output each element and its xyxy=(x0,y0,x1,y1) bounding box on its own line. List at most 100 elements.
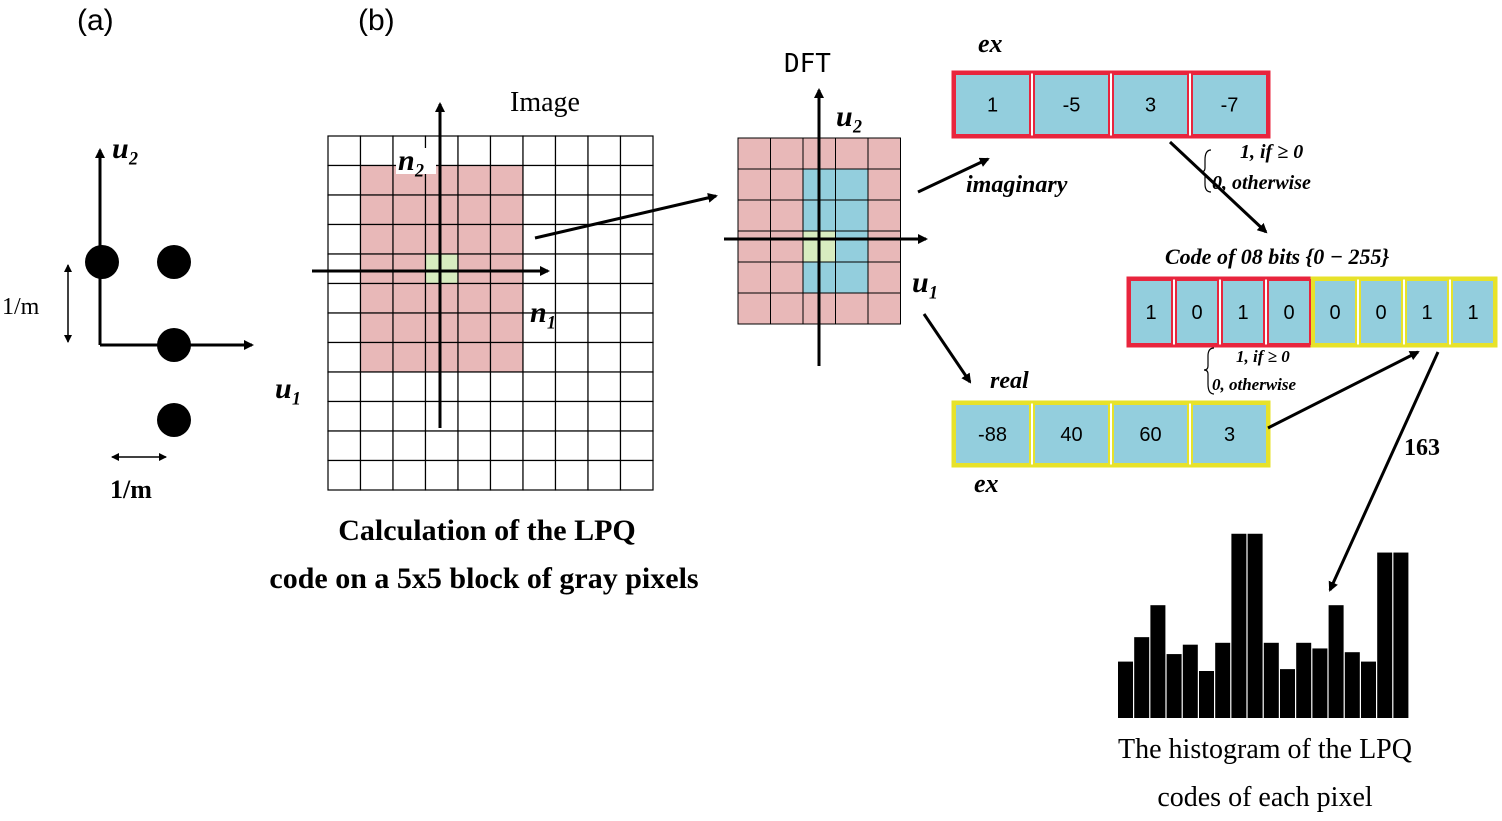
image-pixel xyxy=(424,282,459,314)
arrow-imaginary-to-code xyxy=(1168,140,1268,234)
imaginary-cell xyxy=(1112,73,1189,136)
image-caption-line2: code on a 5x5 block of gray pixels xyxy=(269,562,698,595)
real-value: 40 xyxy=(1060,424,1082,446)
image-pixel xyxy=(619,135,654,167)
image-pixel xyxy=(359,223,394,255)
image-pixel xyxy=(392,341,427,373)
image-pixel xyxy=(327,400,362,432)
n2-label-bg xyxy=(396,148,436,174)
dft-cell xyxy=(737,199,771,232)
sample-point xyxy=(157,245,191,279)
image-pixel xyxy=(587,430,622,462)
code-frame-real xyxy=(1310,276,1498,348)
dft-cell xyxy=(770,292,804,325)
arrow-dft-to-real xyxy=(922,313,972,384)
dft-cell xyxy=(737,292,771,325)
histogram-bar xyxy=(1182,644,1198,718)
image-pixel xyxy=(587,400,622,432)
real-cell xyxy=(1112,403,1189,465)
histogram-bars xyxy=(1118,533,1409,718)
dft-cell xyxy=(737,261,771,294)
image-pixel xyxy=(554,135,589,167)
image-pixel xyxy=(392,253,427,285)
dft-cell xyxy=(835,199,869,232)
arrow-code-to-histogram xyxy=(1328,351,1440,592)
image-grid-panel: Image n₂ n₁ Calculation of the LPQ code … xyxy=(269,87,698,595)
dft-cell xyxy=(867,199,901,232)
n1-label: n₁ xyxy=(530,296,557,329)
image-pixel xyxy=(457,341,492,373)
code-bit-cell xyxy=(1405,279,1449,345)
dft-cell xyxy=(770,137,804,170)
m-vertical-label: 1/m xyxy=(2,294,40,320)
image-pixel xyxy=(424,400,459,432)
image-pixel xyxy=(424,312,459,344)
image-pixel xyxy=(392,430,427,462)
image-pixel xyxy=(392,400,427,432)
dft-u1-label: u₁ xyxy=(912,266,939,299)
u1-label: u₁ xyxy=(275,372,302,405)
image-pixel xyxy=(327,430,362,462)
dft-cell xyxy=(770,168,804,201)
real-ex-label: ex xyxy=(974,469,999,498)
code-bit-cell xyxy=(1313,279,1357,345)
image-pixel xyxy=(522,194,557,226)
image-pixel xyxy=(359,312,394,344)
image-pixel xyxy=(489,312,524,344)
image-pixel xyxy=(587,312,622,344)
code-bit-value: 0 xyxy=(1191,302,1202,324)
image-pixel xyxy=(619,341,654,373)
image-pixel xyxy=(359,253,394,285)
code-bit-value: 1 xyxy=(1145,302,1156,324)
image-pixel xyxy=(522,400,557,432)
image-pixel xyxy=(554,164,589,196)
imaginary-cell xyxy=(954,73,1031,136)
image-pixel xyxy=(424,253,459,285)
dft-cell xyxy=(770,230,804,263)
code-decimal-value: 163 xyxy=(1404,435,1440,461)
dft-panel: DFT u₂ u₁ xyxy=(724,49,939,366)
image-pixel xyxy=(457,194,492,226)
image-pixel xyxy=(587,223,622,255)
image-pixel xyxy=(522,430,557,462)
arrow-dft-to-imaginary xyxy=(917,157,990,194)
image-pixel xyxy=(489,253,524,285)
histogram-caption-line1: The histogram of the LPQ xyxy=(1118,734,1412,765)
image-pixel xyxy=(619,164,654,196)
dft-cell xyxy=(737,137,771,170)
panel-label-b: (b) xyxy=(358,4,395,37)
imaginary-value: -5 xyxy=(1063,95,1081,117)
arrow-image-to-dft xyxy=(534,192,718,240)
histogram-bar xyxy=(1247,533,1263,718)
real-branch-label: real xyxy=(990,368,1029,394)
image-pixel xyxy=(587,371,622,403)
image-pixel xyxy=(489,164,524,196)
image-pixel xyxy=(457,223,492,255)
histogram-bar xyxy=(1328,605,1344,718)
image-pixel xyxy=(327,459,362,491)
image-pixel xyxy=(489,282,524,314)
image-pixel xyxy=(522,135,557,167)
m-horizontal-label: 1/m xyxy=(110,475,152,504)
real-cell xyxy=(1033,403,1110,465)
imaginary-cell xyxy=(1033,73,1110,136)
image-caption-line1: Calculation of the LPQ xyxy=(338,514,636,547)
histogram-bar xyxy=(1263,642,1279,718)
threshold-top-line2: 0, otherwise xyxy=(1212,172,1311,194)
image-pixel xyxy=(587,341,622,373)
image-pixel xyxy=(457,135,492,167)
image-pixel xyxy=(392,312,427,344)
dft-cell xyxy=(835,261,869,294)
image-pixel xyxy=(457,164,492,196)
code-title: Code of 08 bits {0 − 255} xyxy=(1165,244,1390,269)
image-pixel xyxy=(392,371,427,403)
image-pixel xyxy=(359,164,394,196)
image-pixel xyxy=(587,459,622,491)
dft-cell xyxy=(737,168,771,201)
image-pixel xyxy=(392,194,427,226)
image-pixel xyxy=(327,282,362,314)
